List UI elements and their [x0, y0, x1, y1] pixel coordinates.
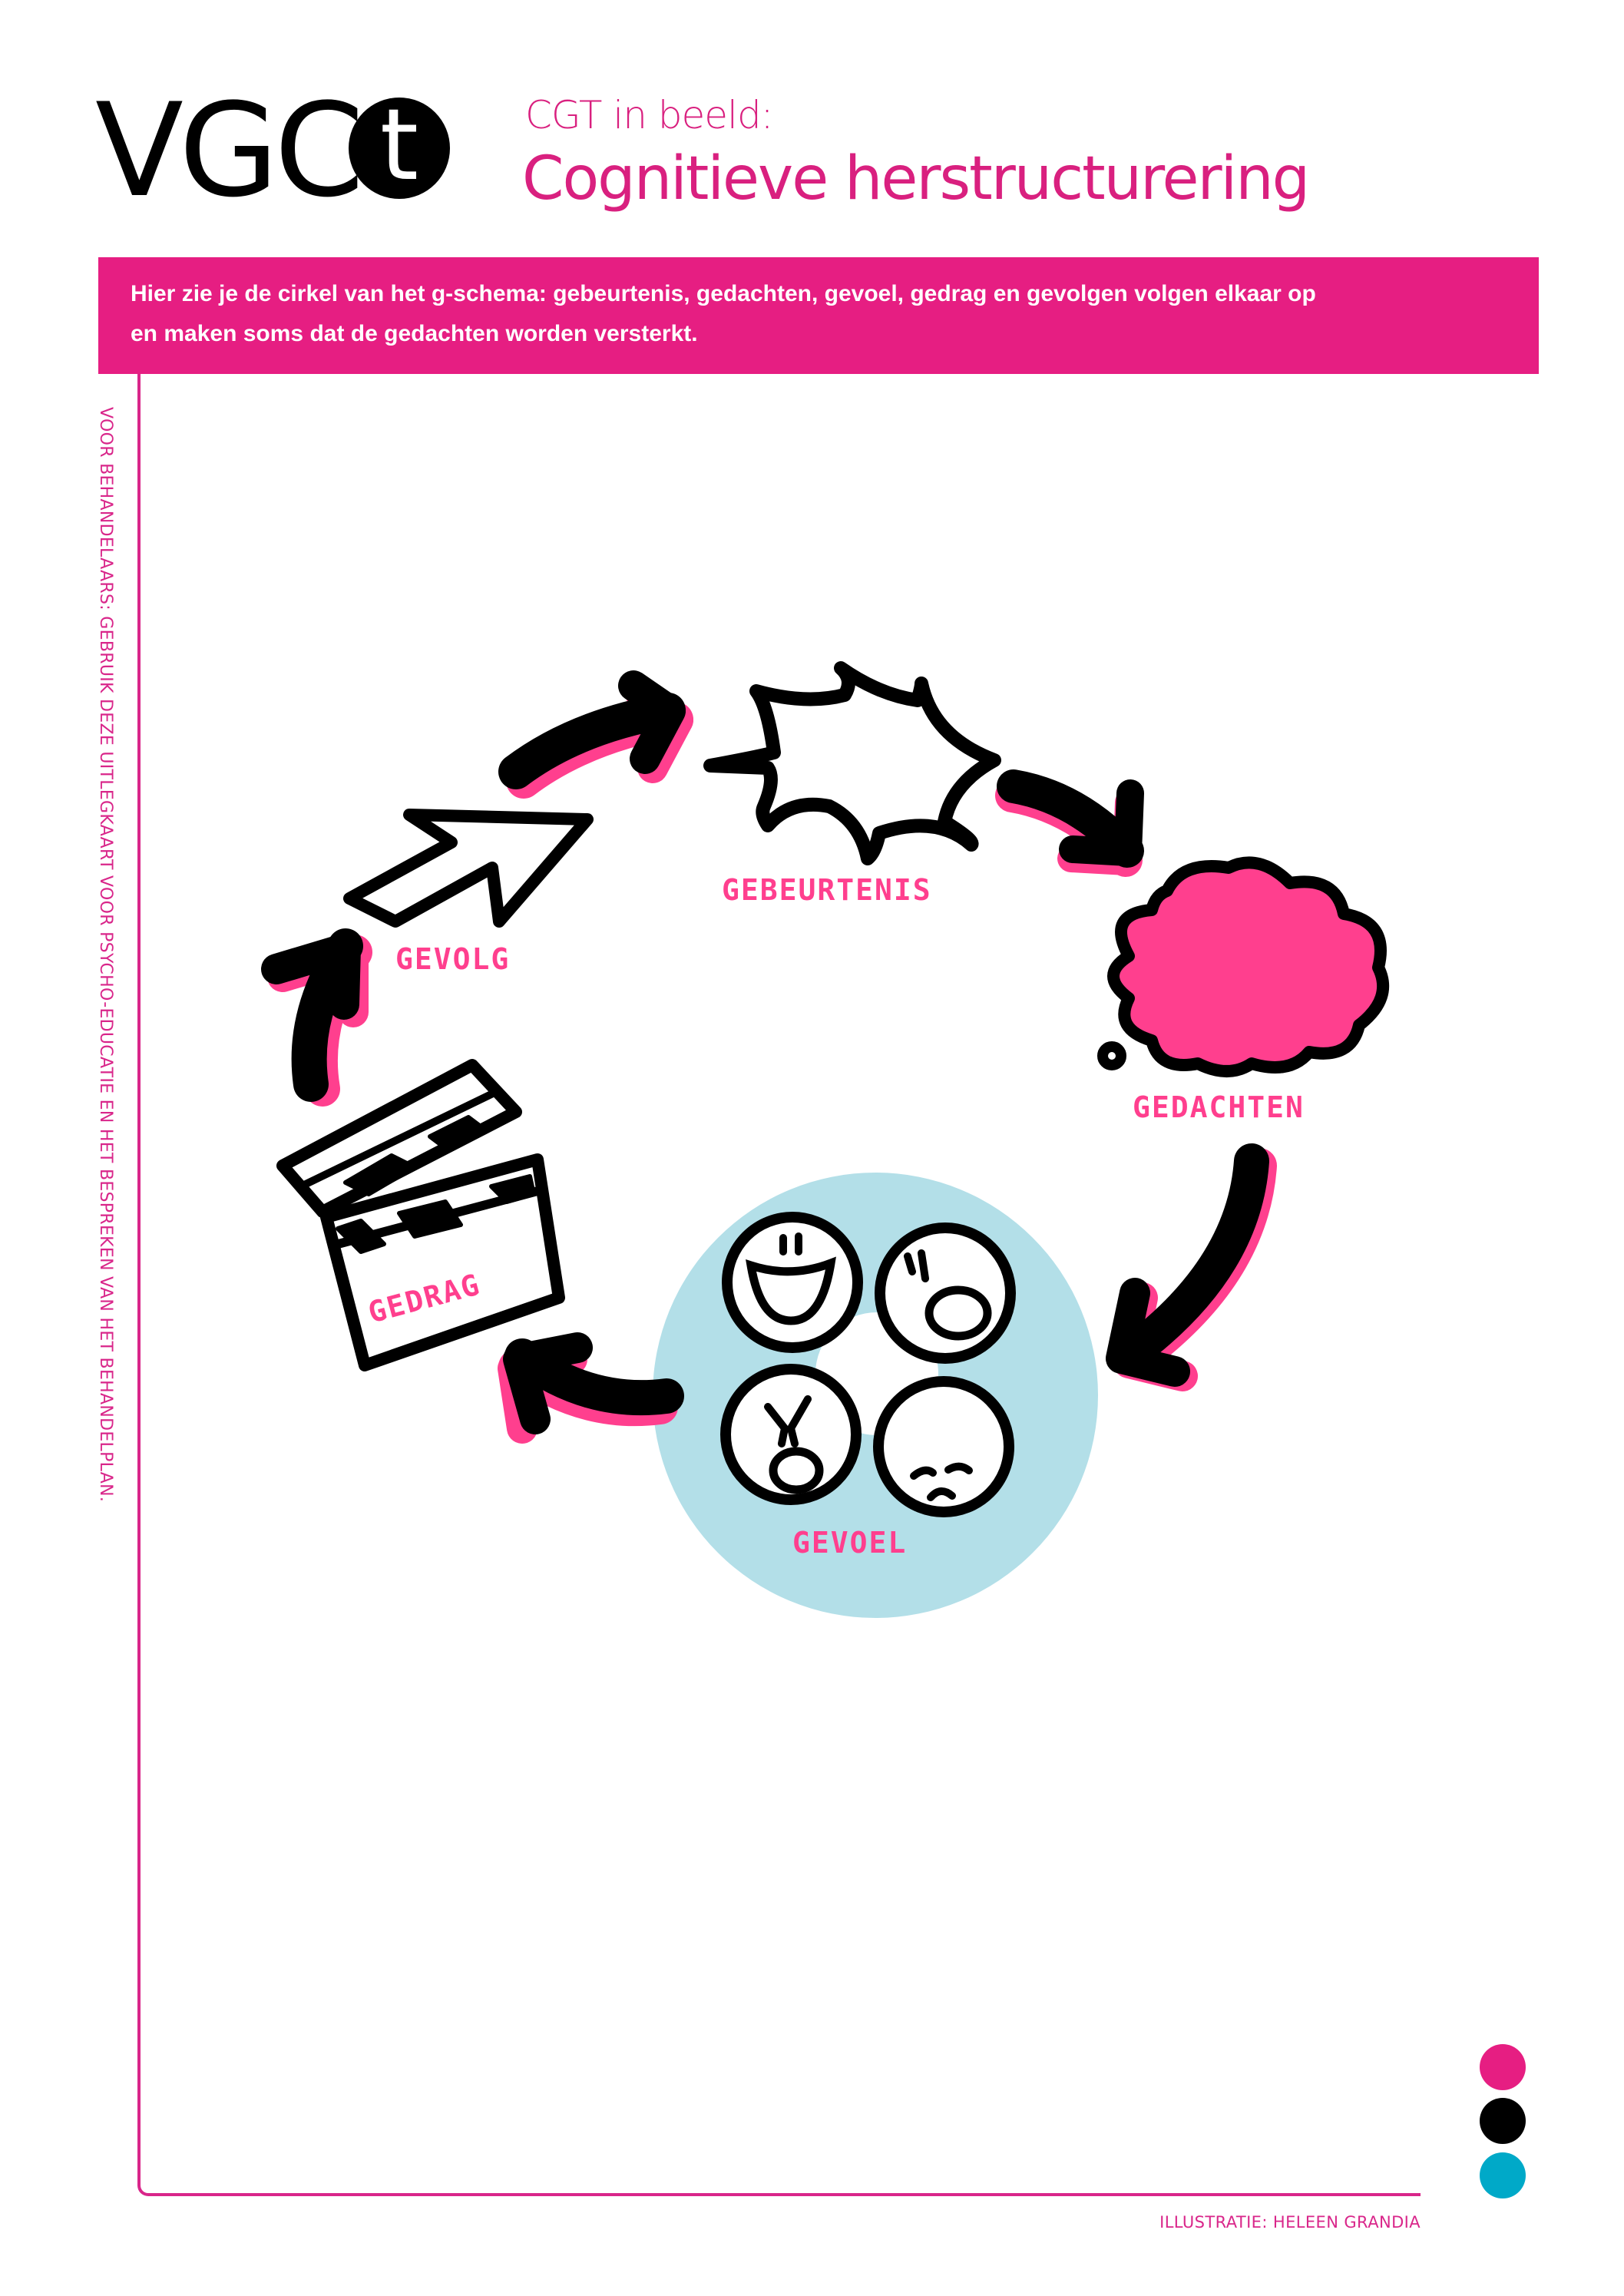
intro-line-1: Hier zie je de cirkel van het g-schema: …	[131, 281, 1316, 306]
label-gevoel: GEVOEL	[792, 1526, 907, 1560]
intro-line-2: en maken soms dat de gedachten worden ve…	[131, 321, 698, 346]
intro-banner: Hier zie je de cirkel van het g-schema: …	[98, 257, 1539, 374]
brand-dot-black	[1480, 2098, 1526, 2144]
sad-face-icon	[873, 1376, 1014, 1517]
label-gevolg: GEVOLG	[395, 942, 510, 976]
vgct-logo-badge: t	[349, 97, 450, 199]
brand-dot-cyan	[1480, 2152, 1526, 2198]
surprised-face-icon	[875, 1222, 1016, 1364]
brand-dot-pink	[1480, 2044, 1526, 2090]
intro-text: Hier zie je de cirkel van het g-schema: …	[131, 274, 1528, 354]
emotion-faces-icon	[720, 1212, 1016, 1517]
illustration-credit: ILLUSTRATIE: HELEEN GRANDIA	[1159, 2213, 1421, 2231]
arrow-gevoel-to-gedrag-icon	[498, 1332, 684, 1444]
explosion-icon	[703, 661, 1001, 865]
thought-cloud-icon	[1097, 856, 1390, 1077]
happy-face-icon	[722, 1212, 863, 1353]
page-frame	[137, 374, 1421, 2196]
arrow-gevolg-to-gebeurtenis-icon	[498, 670, 693, 799]
vgct-logo-text: VGC	[95, 75, 364, 226]
angry-face-icon	[720, 1364, 862, 1505]
clapperboard-icon	[276, 1059, 565, 1371]
page-subtitle: CGT in beeld:	[525, 93, 774, 137]
page-title: Cognitieve herstructurering	[522, 144, 1310, 213]
arrow-gebeurtenis-to-gedachten-icon	[995, 769, 1144, 877]
arrow-gedrag-to-gevolg-icon	[261, 928, 372, 1107]
label-gedachten: GEDACHTEN	[1133, 1090, 1305, 1124]
arrow-gedachten-to-gevoel-icon	[1106, 1143, 1277, 1391]
label-gebeurtenis: GEBEURTENIS	[722, 873, 932, 907]
outline-arrow-icon	[343, 809, 594, 928]
